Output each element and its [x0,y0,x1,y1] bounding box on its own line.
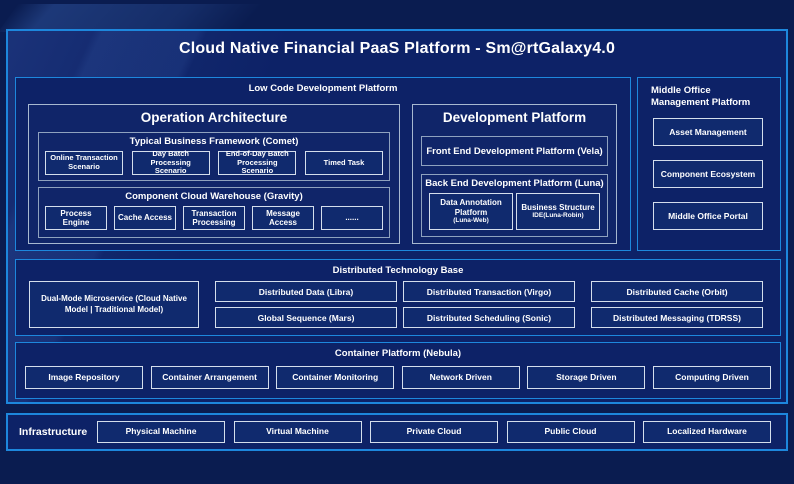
distributed-column-1: Distributed Data (Libra) Global Sequence… [215,281,397,328]
gravity-title: Component Cloud Warehouse (Gravity) [125,191,303,202]
box-middle-office-portal: Middle Office Portal [653,202,763,230]
container-platform-title: Container Platform (Nebula) [334,348,462,359]
back-end-items-row: Data Annotation Platform (Luna-Web) Busi… [422,189,607,230]
comet-items-row: Online Transaction Scenario Day Batch Pr… [39,147,389,175]
box-localized-hardware: Localized Hardware [643,421,771,443]
data-annotation-main-text: Data Annotation Platform [440,198,502,217]
box-process-engine: Process Engine [45,206,107,230]
main-diagram-frame: Cloud Native Financial PaaS Platform - S… [6,29,788,404]
box-cache-access: Cache Access [114,206,176,230]
box-container-arrangement: Container Arrangement [150,366,269,389]
box-storage-driven: Storage Driven [527,366,646,389]
page-title: Cloud Native Financial PaaS Platform - S… [178,40,616,57]
box-transaction-processing: Transaction Processing [183,206,245,230]
box-dual-mode-microservice: Dual-Mode Microservice (Cloud Native Mod… [29,281,199,328]
back-end-title: Back End Development Platform (Luna) [425,178,604,189]
distributed-column-3: Distributed Cache (Orbit) Distributed Me… [591,281,763,328]
back-end-development-platform-luna: Back End Development Platform (Luna) Dat… [421,174,608,237]
low-code-platform-label: Low Code Development Platform [248,83,398,94]
box-image-repository: Image Repository [25,366,143,389]
typical-business-framework-comet: Typical Business Framework (Comet) Onlin… [38,132,390,181]
infrastructure-label: Infrastructure [19,426,88,438]
development-platform-title: Development Platform [442,110,587,125]
box-distributed-transaction-virgo: Distributed Transaction (Virgo) [403,281,575,302]
box-distributed-scheduling-sonic: Distributed Scheduling (Sonic) [403,307,575,328]
box-distributed-cache-orbit: Distributed Cache (Orbit) [591,281,763,302]
box-online-transaction-scenario: Online Transaction Scenario [45,151,123,175]
component-cloud-warehouse-gravity: Component Cloud Warehouse (Gravity) Proc… [38,187,390,238]
box-container-monitoring: Container Monitoring [276,366,395,389]
background-light-streak [0,4,328,32]
infrastructure-items-row: Physical Machine Virtual Machine Private… [97,421,771,443]
section-infrastructure: Infrastructure Physical Machine Virtual … [6,413,788,451]
box-component-ecosystem: Component Ecosystem [653,160,763,188]
operation-architecture-title: Operation Architecture [140,110,288,125]
box-distributed-data-libra: Distributed Data (Libra) [215,281,397,302]
distributed-title: Distributed Technology Base [332,265,464,276]
comet-title: Typical Business Framework (Comet) [129,136,299,147]
box-computing-driven: Computing Driven [652,366,771,389]
container-items-row: Image Repository Container Arrangement C… [16,359,780,389]
box-network-driven: Network Driven [401,366,520,389]
data-annotation-sub-text: (Luna-Web) [453,217,489,225]
box-distributed-messaging-tdrss: Distributed Messaging (TDRSS) [591,307,763,328]
business-structure-main-text: Business Structure [521,202,595,212]
gravity-items-row: Process Engine Cache Access Transaction … [39,202,389,230]
box-private-cloud: Private Cloud [370,421,498,443]
box-business-structure-ide: Business Structure IDE(Luna-Robin) [516,193,600,230]
box-physical-machine: Physical Machine [97,421,225,443]
box-data-annotation-platform: Data Annotation Platform (Luna-Web) [429,193,513,230]
distributed-column-2: Distributed Transaction (Virgo) Distribu… [403,281,575,328]
section-distributed-technology-base: Distributed Technology Base Dual-Mode Mi… [15,259,781,336]
box-day-batch-processing-scenario: Day Batch Processing Scenario [131,149,210,175]
box-global-sequence-mars: Global Sequence (Mars) [215,307,397,328]
development-platform-panel: Development Platform Front End Developme… [412,104,617,244]
box-asset-management: Asset Management [653,118,763,146]
box-virtual-machine: Virtual Machine [233,421,362,443]
box-timed-task: Timed Task [304,151,383,175]
box-ellipsis-more: ...... [321,206,383,230]
operation-architecture-panel: Operation Architecture Typical Business … [28,104,400,244]
section-middle-office-management-platform: Middle Office Management Platform Asset … [637,77,781,251]
section-container-platform-nebula: Container Platform (Nebula) Image Reposi… [15,342,781,399]
box-front-end-development-platform-vela: Front End Development Platform (Vela) [421,136,608,166]
box-end-of-day-batch-processing-scenario: End-of-Day Batch Processing Scenario [218,149,297,175]
section-low-code-development-platform: Low Code Development Platform Operation … [15,77,631,251]
box-public-cloud: Public Cloud [506,421,635,443]
box-message-access: Message Access [252,206,314,230]
business-structure-sub-text: IDE(Luna-Robin) [532,212,584,220]
middle-office-title: Middle Office Management Platform [651,85,751,109]
